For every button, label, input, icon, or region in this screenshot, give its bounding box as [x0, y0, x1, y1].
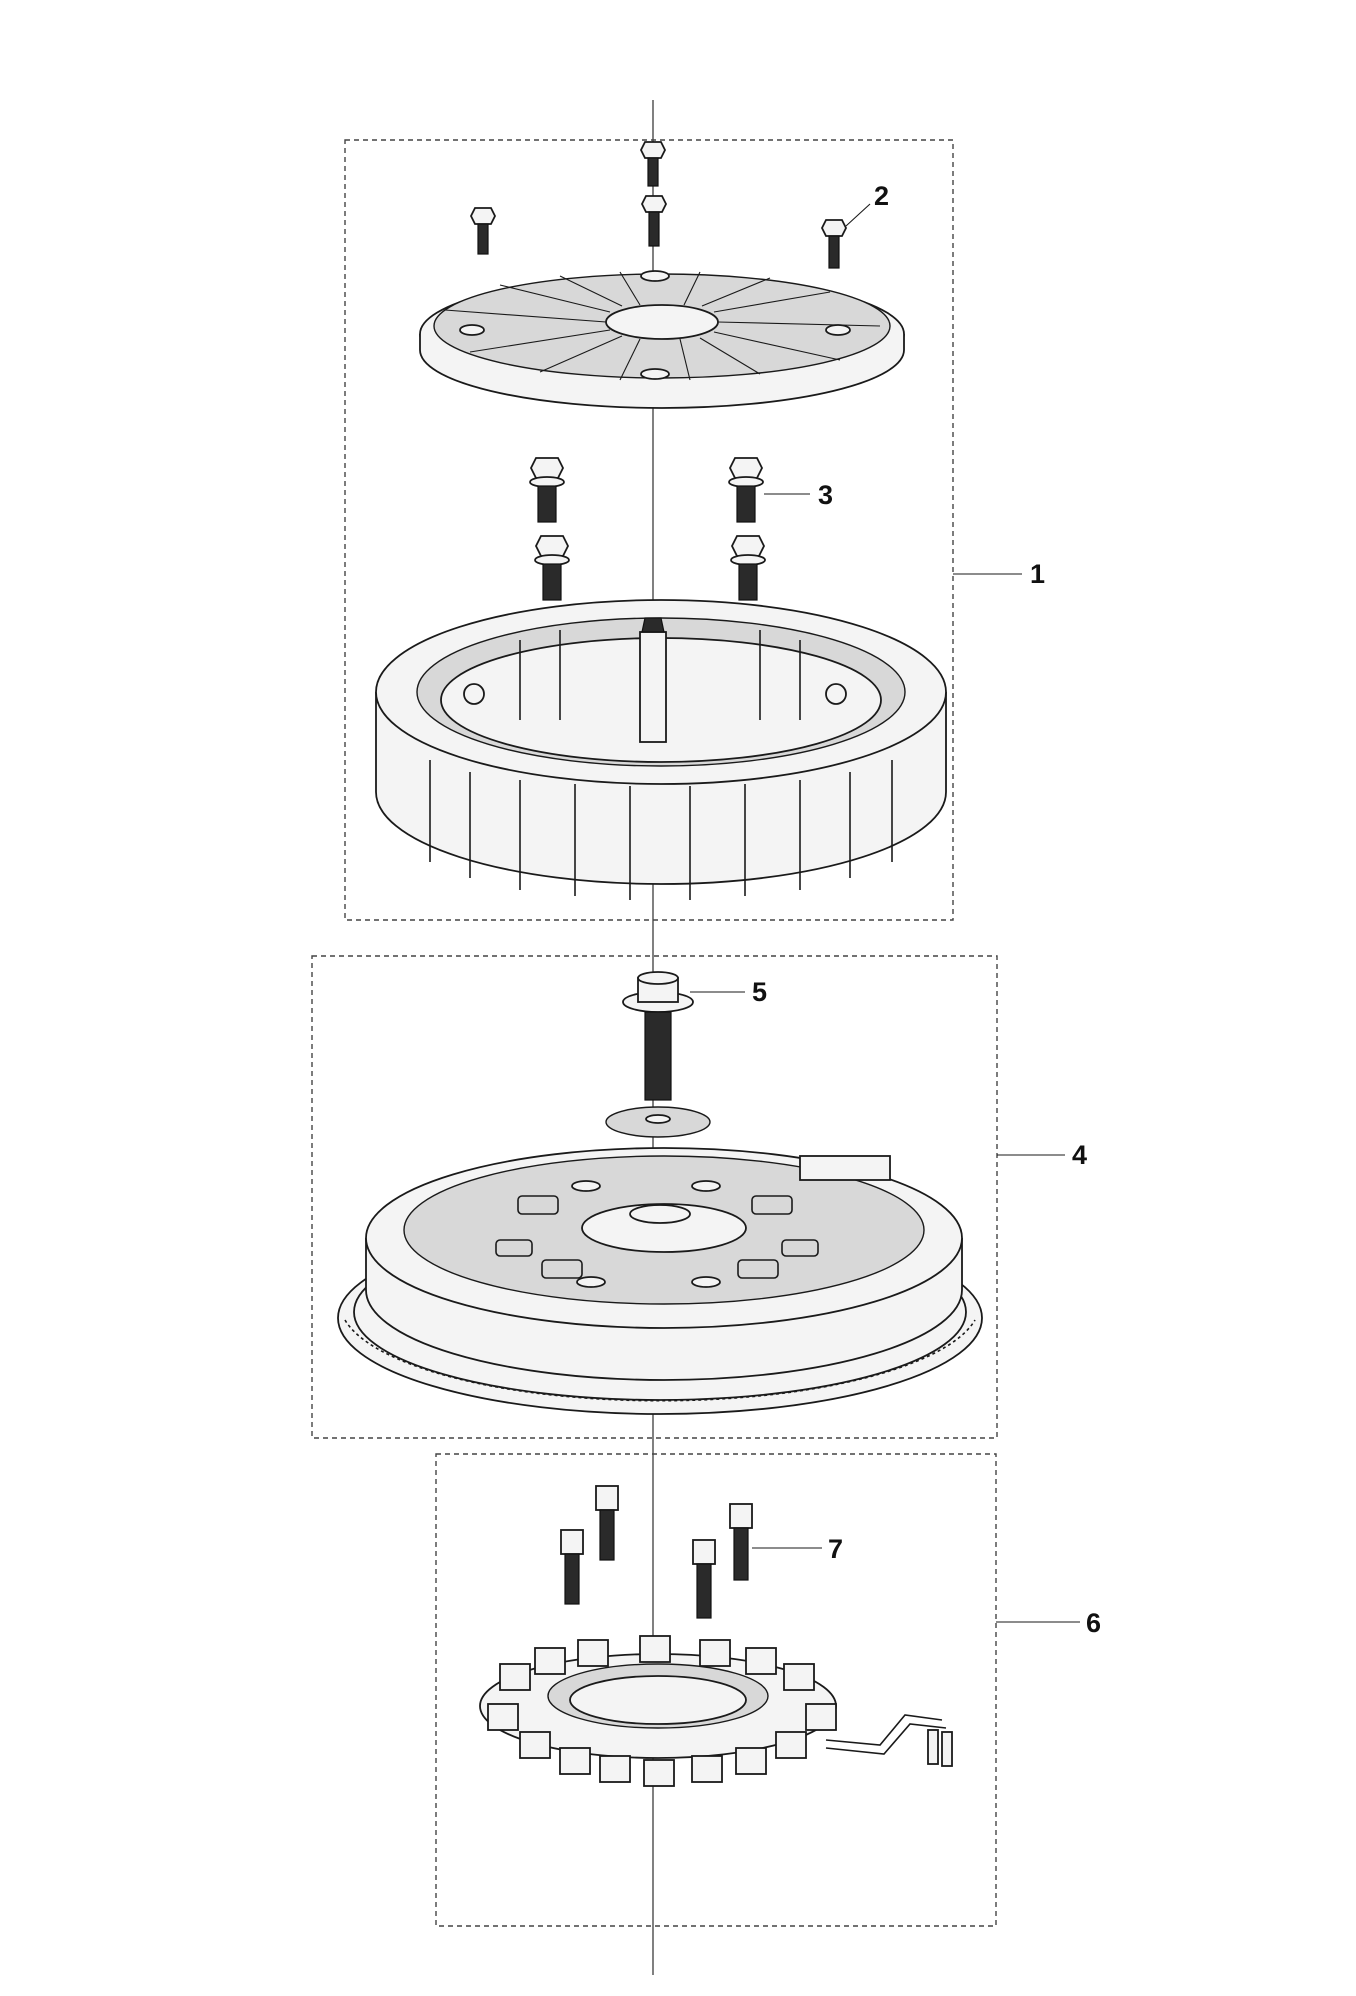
flange-bolt-2	[728, 457, 764, 523]
callout-5: 5	[752, 977, 767, 1007]
group-box-4	[311, 955, 998, 1439]
flange-bolt-4	[730, 535, 766, 601]
screw-top-center-2	[640, 195, 668, 247]
screw-top-right	[820, 219, 848, 269]
cap-screw-3	[560, 1529, 584, 1605]
cap-screw-2	[729, 1503, 753, 1581]
cap-screw-1	[595, 1485, 619, 1561]
group-box-6	[435, 1453, 997, 1927]
screw-top-left	[469, 207, 497, 255]
stator	[479, 1635, 953, 1787]
cap-screw-4	[692, 1539, 716, 1619]
flywheel-center-bolt	[622, 971, 694, 1101]
group-box-1	[344, 139, 954, 921]
flywheel-ring-gear	[337, 1147, 983, 1415]
flywheel-fan	[375, 599, 947, 900]
screw-top-center-1	[639, 141, 667, 187]
callout-7: 7	[828, 1534, 843, 1564]
flywheel-washer	[605, 1106, 711, 1138]
callout-1: 1	[1030, 559, 1045, 589]
flange-bolt-3	[534, 535, 570, 601]
callout-4: 4	[1072, 1140, 1087, 1170]
callout-2: 2	[874, 181, 889, 211]
leader-2	[845, 203, 871, 227]
fan-cover-disc	[419, 270, 905, 409]
flange-bolt-1	[529, 457, 565, 523]
callout-3: 3	[818, 480, 833, 510]
callout-6: 6	[1086, 1608, 1101, 1638]
